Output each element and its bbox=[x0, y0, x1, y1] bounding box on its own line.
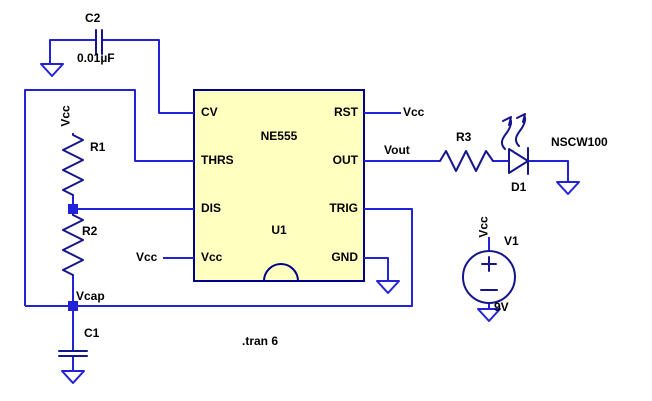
pin-label-gnd: GND bbox=[331, 250, 358, 264]
pin-label-out: OUT bbox=[332, 153, 358, 167]
pin-label-trig: TRIG bbox=[329, 201, 358, 215]
net-label-vcc[interactable]: Vcc bbox=[403, 105, 425, 119]
wire-c2-ground[interactable] bbox=[49, 39, 96, 64]
led-emission-arrows-icon bbox=[500, 113, 527, 150]
voltage-source-v1-symbol[interactable] bbox=[462, 250, 516, 304]
wire-bottom-trig[interactable] bbox=[25, 208, 413, 307]
wire-gnd-pin[interactable] bbox=[364, 257, 389, 281]
junction-dot bbox=[68, 204, 78, 214]
ground-icon[interactable] bbox=[376, 280, 400, 294]
net-label-vout[interactable]: Vout bbox=[384, 143, 410, 157]
ground-icon[interactable] bbox=[61, 370, 85, 384]
net-label-vcap[interactable]: Vcap bbox=[76, 289, 105, 303]
net-label-vcc[interactable]: Vcc bbox=[136, 250, 158, 264]
r3-ref-label[interactable]: R3 bbox=[456, 130, 472, 144]
net-label-vcc[interactable]: Vcc bbox=[476, 216, 491, 238]
pin-label-thrs: THRS bbox=[201, 153, 234, 167]
ground-icon[interactable] bbox=[556, 181, 580, 195]
resistor-r3-symbol[interactable] bbox=[439, 150, 494, 172]
spice-directive[interactable]: .tran 6 bbox=[242, 334, 279, 348]
ic-ref-label[interactable]: U1 bbox=[271, 223, 287, 237]
wire-d1-to-ground[interactable] bbox=[528, 160, 569, 182]
c1-ref-label[interactable]: C1 bbox=[84, 326, 100, 340]
wire-left-loop-thrs[interactable] bbox=[24, 89, 194, 306]
pin-label-cv: CV bbox=[201, 105, 218, 119]
r1-ref-label[interactable]: R1 bbox=[90, 140, 106, 154]
net-label-vcc[interactable]: Vcc bbox=[58, 105, 73, 127]
pin-label-vcc: Vcc bbox=[201, 250, 223, 264]
wire-c2-to-cv[interactable] bbox=[103, 39, 194, 114]
pin-label-dis: DIS bbox=[201, 201, 222, 215]
ground-icon[interactable] bbox=[477, 308, 501, 322]
v1-value-label[interactable]: 9V bbox=[494, 300, 509, 314]
ic-name-label[interactable]: NE555 bbox=[260, 129, 298, 143]
c2-value-label[interactable]: 0.01µF bbox=[77, 51, 115, 65]
resistor-r2-symbol[interactable] bbox=[62, 214, 84, 276]
ic-ne555-symbol[interactable] bbox=[193, 89, 365, 282]
pin-label-rst: RST bbox=[334, 105, 358, 119]
d1-ref-label[interactable]: D1 bbox=[511, 180, 527, 194]
plus-icon bbox=[481, 256, 497, 272]
junction-dot bbox=[68, 301, 78, 311]
c2-ref-label[interactable]: C2 bbox=[85, 11, 101, 25]
capacitor-c1-symbol[interactable] bbox=[58, 350, 88, 357]
resistor-r1-symbol[interactable] bbox=[62, 134, 84, 196]
capacitor-c2-symbol[interactable] bbox=[95, 29, 103, 55]
r2-ref-label[interactable]: R2 bbox=[82, 224, 98, 238]
v1-ref-label[interactable]: V1 bbox=[504, 234, 519, 248]
ground-icon[interactable] bbox=[40, 63, 64, 77]
led-d1-symbol[interactable] bbox=[500, 113, 529, 175]
d1-part-label[interactable]: NSCW100 bbox=[551, 135, 608, 149]
